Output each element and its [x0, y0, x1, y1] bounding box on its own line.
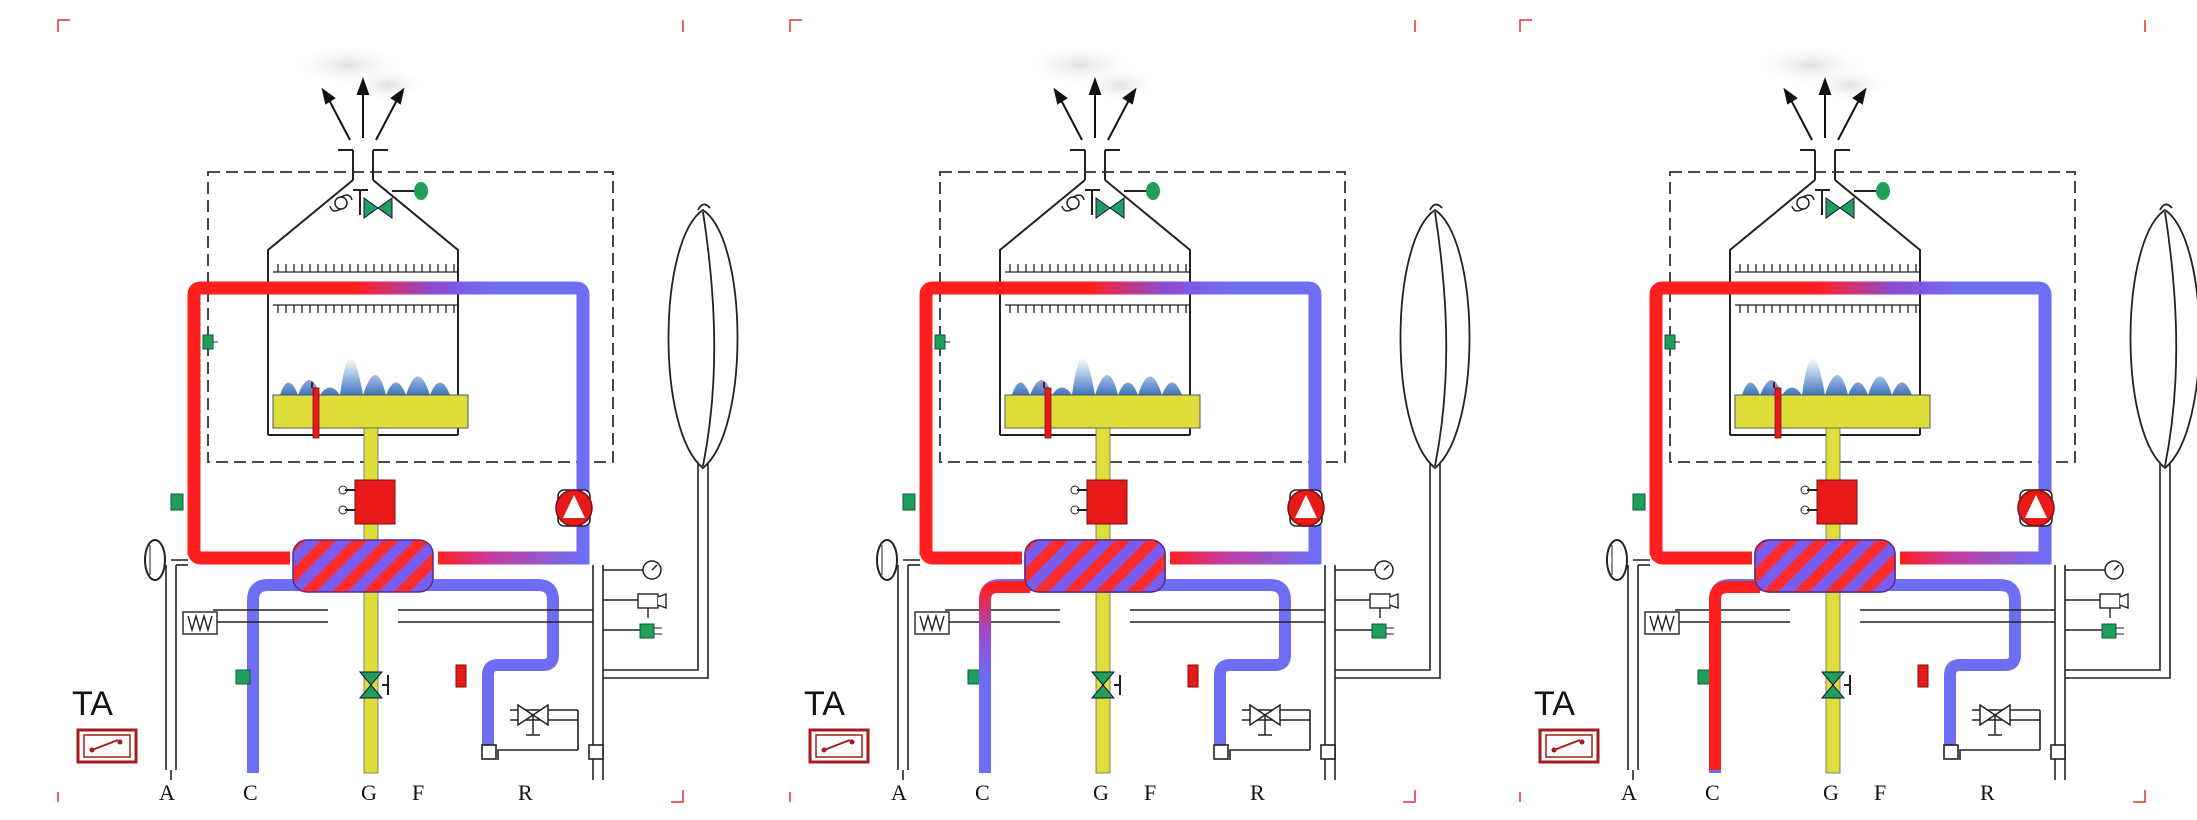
ta-label: TA: [1534, 685, 1575, 723]
ta-label: TA: [804, 685, 845, 723]
ta-label: TA: [72, 685, 113, 723]
boiler-panel-1: TA A C G F R: [58, 20, 738, 805]
boiler-panel-2: TA A C G F R: [790, 20, 1470, 805]
connection-f: F: [1874, 780, 1886, 805]
connection-r: R: [518, 780, 533, 805]
connection-f: F: [1144, 780, 1156, 805]
connection-a: A: [891, 780, 907, 805]
connection-a: A: [1621, 780, 1637, 805]
connection-a: A: [159, 780, 175, 805]
connection-r: R: [1980, 780, 1995, 805]
connection-c: C: [975, 780, 990, 805]
connection-c: C: [1705, 780, 1720, 805]
connection-f: F: [412, 780, 424, 805]
connection-g: G: [1823, 780, 1839, 805]
connection-g: G: [361, 780, 377, 805]
boiler-panel-3: TA A C G F R: [1520, 20, 2197, 805]
connection-c: C: [243, 780, 258, 805]
connection-g: G: [1093, 780, 1109, 805]
connection-r: R: [1250, 780, 1265, 805]
